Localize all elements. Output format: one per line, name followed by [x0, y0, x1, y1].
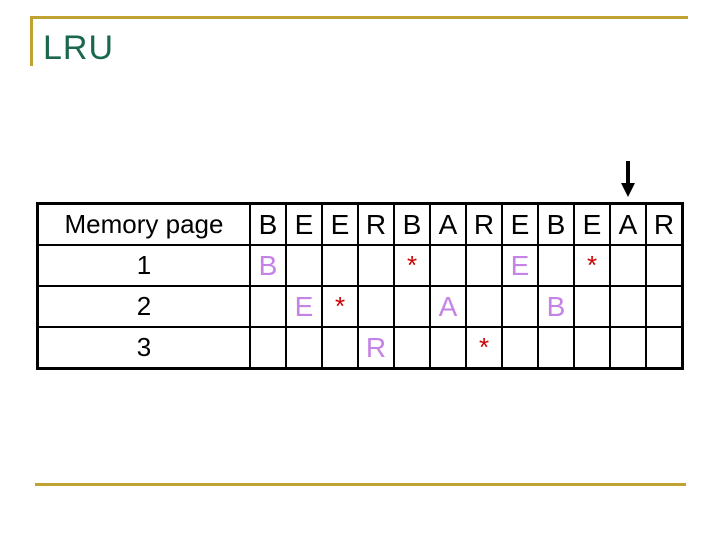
reference-cell-8: E	[501, 202, 539, 246]
reference-cell-12: R	[645, 202, 684, 246]
reference-cell-6: A	[429, 202, 467, 246]
empty-cell	[645, 285, 684, 328]
page-load-cell: E	[285, 285, 323, 328]
empty-cell	[285, 326, 323, 370]
empty-cell	[609, 244, 647, 287]
page-title: LRU	[43, 29, 115, 67]
reference-cell-9: B	[537, 202, 575, 246]
empty-cell	[537, 244, 575, 287]
reference-cell-2: E	[285, 202, 323, 246]
empty-cell	[609, 326, 647, 370]
empty-cell	[573, 326, 611, 370]
empty-cell	[429, 244, 467, 287]
memory-page-header: Memory page	[36, 202, 251, 246]
page-load-cell: R	[357, 326, 395, 370]
hit-star-cell: *	[321, 285, 359, 328]
empty-cell	[429, 326, 467, 370]
page-load-cell: A	[429, 285, 467, 328]
page-load-cell: B	[249, 244, 287, 287]
reference-cell-1: B	[249, 202, 287, 246]
page-number-cell: 1	[36, 244, 251, 287]
empty-cell	[609, 285, 647, 328]
reference-cell-7: R	[465, 202, 503, 246]
empty-cell	[357, 285, 395, 328]
page-number-cell: 3	[36, 326, 251, 370]
page-number-cell: 2	[36, 285, 251, 328]
empty-cell	[645, 244, 684, 287]
title-side-rule	[30, 16, 33, 66]
empty-cell	[285, 244, 323, 287]
reference-cell-5: B	[393, 202, 431, 246]
empty-cell	[501, 326, 539, 370]
empty-cell	[393, 326, 431, 370]
empty-cell	[321, 244, 359, 287]
empty-cell	[537, 326, 575, 370]
empty-cell	[465, 285, 503, 328]
empty-cell	[357, 244, 395, 287]
empty-cell	[465, 244, 503, 287]
empty-cell	[645, 326, 684, 370]
reference-cell-4: R	[357, 202, 395, 246]
reference-cell-11: A	[609, 202, 647, 246]
down-arrow-icon	[621, 161, 635, 197]
empty-cell	[501, 285, 539, 328]
empty-cell	[249, 326, 287, 370]
empty-cell	[573, 285, 611, 328]
hit-star-cell: *	[393, 244, 431, 287]
empty-cell	[393, 285, 431, 328]
empty-cell	[249, 285, 287, 328]
empty-cell	[321, 326, 359, 370]
page-load-cell: E	[501, 244, 539, 287]
reference-cell-3: E	[321, 202, 359, 246]
top-rule	[30, 16, 688, 19]
hit-star-cell: *	[573, 244, 611, 287]
reference-cell-10: E	[573, 202, 611, 246]
page-load-cell: B	[537, 285, 575, 328]
hit-star-cell: *	[465, 326, 503, 370]
table-row: 3 R *	[36, 326, 684, 370]
bottom-rule	[35, 483, 686, 486]
